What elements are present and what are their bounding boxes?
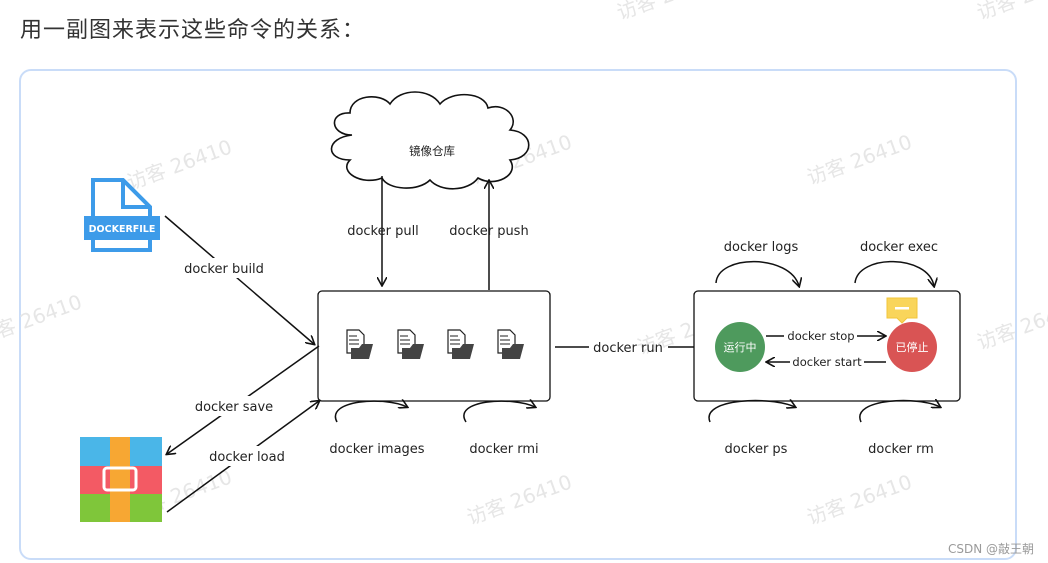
image-file-icon [497, 329, 524, 359]
docker-images-label: docker images [329, 442, 424, 457]
watermark-text: 访客 26410 [804, 130, 916, 190]
image-file-icon [397, 329, 424, 359]
running-state [715, 322, 765, 372]
docker-rmi-label: docker rmi [469, 442, 538, 457]
stopped-state [887, 322, 937, 372]
watermark-text: 访客 26410 [974, 0, 1048, 25]
build-label-bg [180, 258, 270, 278]
ps-loop-arrow [708, 401, 795, 423]
comment-bubble-icon [886, 297, 918, 324]
archive-icon [80, 437, 162, 522]
running-label: 运行中 [724, 341, 757, 354]
rm-loop-arrow [859, 401, 940, 423]
page-heading: 用一副图来表示这些命令的关系： [20, 18, 366, 43]
registry-label: 镜像仓库 [409, 144, 455, 158]
watermark-text: 访客 26410 [614, 0, 726, 25]
watermark-text: 访客 26410 [974, 295, 1048, 355]
stopped-label: 已停止 [896, 340, 929, 354]
docker-stop-label: docker stop [787, 329, 854, 343]
docker-build-label: docker build [184, 262, 264, 277]
docker-ps-label: docker ps [725, 442, 788, 457]
docker-pull-label: docker pull [347, 224, 419, 239]
dockerfile-label: DOCKERFILE [89, 224, 156, 235]
docker-logs-label: docker logs [724, 240, 799, 255]
docker-rm-label: docker rm [868, 442, 934, 457]
docker-push-label: docker push [449, 224, 528, 239]
docker-start-label: docker start [792, 355, 862, 369]
watermark-text: 访客 26410 [0, 290, 85, 350]
credit-text: CSDN @敲王朝 [947, 542, 1034, 556]
registry-cloud: 镜像仓库 [330, 91, 530, 190]
watermark-text: 访客 26410 [464, 470, 576, 530]
docker-run-label: docker run [593, 341, 663, 356]
docker-exec-label: docker exec [860, 240, 938, 255]
save-label-bg [190, 396, 278, 416]
docker-load-label: docker load [209, 450, 285, 465]
dockerfile-icon: DOCKERFILE [84, 178, 160, 252]
rmi-loop-arrow [463, 401, 535, 423]
image-file-icon [447, 329, 474, 359]
images-loop-arrow [334, 401, 407, 423]
image-files [346, 329, 524, 359]
logs-loop-arrow [715, 260, 799, 286]
build-arrow [164, 215, 314, 344]
docker-save-label: docker save [195, 400, 273, 415]
exec-loop-arrow [854, 260, 934, 286]
load-label-bg [203, 446, 291, 466]
image-file-icon [346, 329, 373, 359]
watermark-text: 访客 26410 [124, 135, 236, 195]
cloud-icon [330, 91, 530, 190]
watermark-text: 访客 26410 [804, 470, 916, 530]
